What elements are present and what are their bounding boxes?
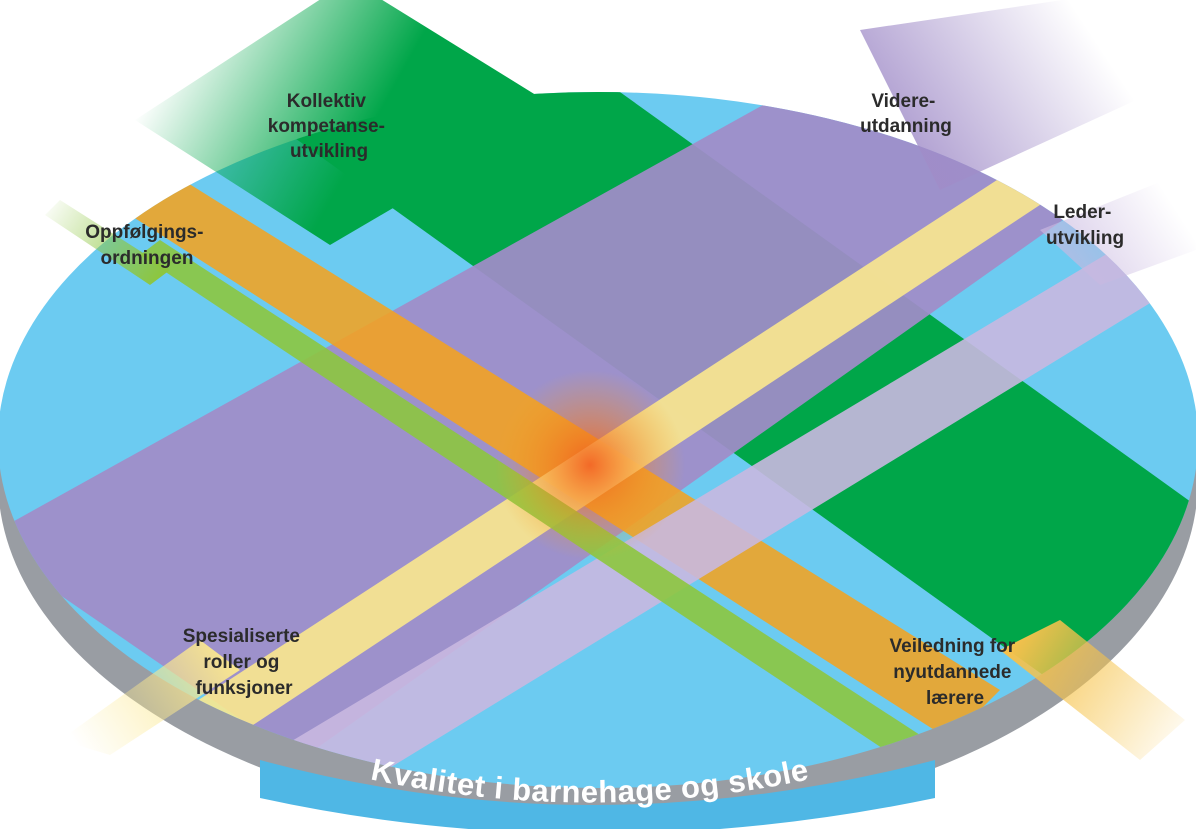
label-leder: Leder- utvikling <box>1046 202 1124 249</box>
label-veiledning: Veiledning for nyutdannede lærere <box>890 636 1021 709</box>
label-oppfolging: Oppfølgings- ordningen <box>85 222 208 269</box>
band-extensions <box>45 0 1196 760</box>
label-spesialiserte: Spesialiserte roller og funksjoner <box>183 626 306 699</box>
label-videre: Videre- utdanning <box>860 91 952 137</box>
label-kollektiv: Kollektiv kompetanse- utvikling <box>268 91 390 162</box>
band-spesialiserte <box>260 240 1196 780</box>
